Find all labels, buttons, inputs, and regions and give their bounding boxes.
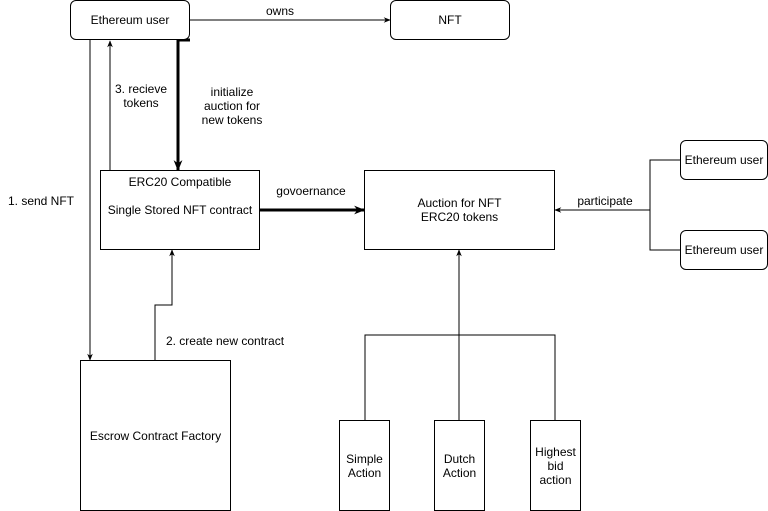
highest-bid-action-label: Highest bid action [535,444,576,487]
simple-action-node: Simple Action [339,420,390,511]
send-nft-label: 1. send NFT [2,194,80,208]
auction-node: Auction for NFT ERC20 tokens [364,170,555,250]
dutch-action-node: Dutch Action [434,420,485,511]
escrow-factory-node: Escrow Contract Factory [80,360,231,511]
highest-bid-action-node: Highest bid action [530,420,581,511]
participate-connector-top [649,159,680,210]
receive-tokens-label: 3. recieve tokens [112,82,170,110]
create-contract-label: 2. create new contract [165,334,285,348]
ethereum-user-right-2-label: Ethereum user [684,243,764,257]
create-contract-arrow [154,249,175,360]
erc20-contract-node: ERC20 Compatible Single Stored NFT contr… [100,170,260,250]
ethereum-user-right-1-node: Ethereum user [680,140,768,180]
erc20-body: Single Stored NFT contract [107,203,253,217]
ethereum-user-node: Ethereum user [70,0,190,40]
dutch-action-label: Dutch Action [442,451,477,480]
governance-label: govoernance [276,184,346,198]
participate-label: participate [572,194,638,208]
ethereum-user-right-2-node: Ethereum user [680,230,768,270]
auction-label: Auction for NFT ERC20 tokens [417,196,502,224]
ethereum-user-label: Ethereum user [90,13,170,27]
owns-label: owns [255,4,305,18]
auction-types-bracket [364,334,556,420]
nft-node: NFT [390,0,510,40]
nft-label: NFT [438,13,462,27]
ethereum-user-right-1-label: Ethereum user [684,153,764,167]
initialize-auction-arrow [173,38,190,172]
escrow-factory-label: Escrow Contract Factory [89,428,222,443]
erc20-title: ERC20 Compatible [128,175,232,189]
simple-action-label: Simple Action [346,451,383,480]
participate-connector-bottom [649,210,680,251]
initialize-auction-label: initialize auction for new tokens [192,85,272,127]
